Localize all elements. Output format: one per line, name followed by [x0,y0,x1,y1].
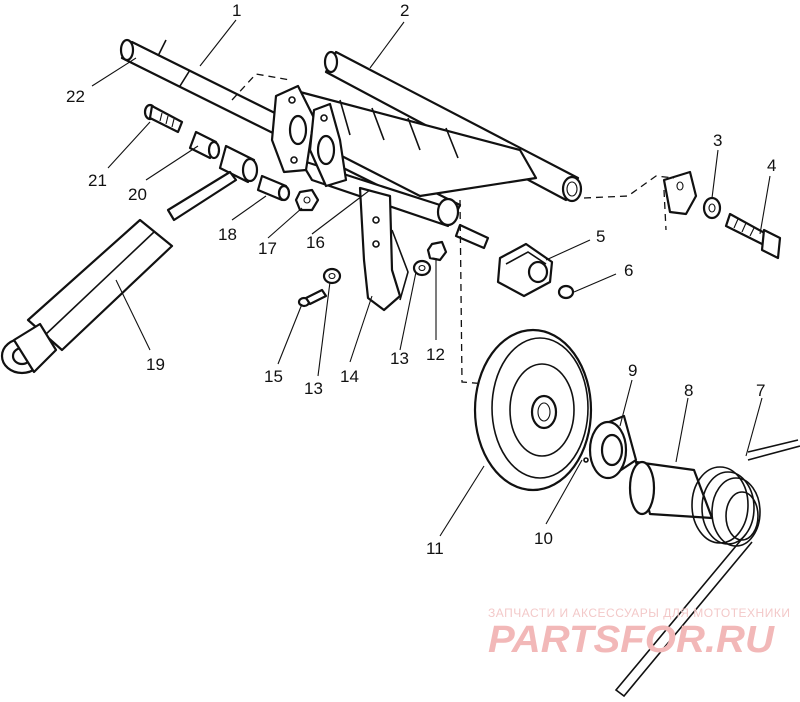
washer-6 [557,284,575,300]
spacer-20 [188,130,221,160]
callout-11: 11 [426,539,444,558]
callout-19: 19 [146,355,165,374]
callout-17: 17 [258,239,277,258]
dash-line-right [583,175,675,199]
watermark-tagline: ЗАПЧАСТИ И АКСЕССУАРЫ ДЛЯ МОТОТЕХНИКИ [488,606,791,620]
callout-14: 14 [340,367,359,386]
callout-5: 5 [596,227,605,246]
torsion-spring [614,439,800,698]
clip-5 [496,242,554,298]
callout-9: 9 [628,361,637,380]
left-bracket [270,84,316,174]
idler-wheel [473,328,593,492]
callout-7: 7 [756,381,765,400]
shock-absorber [0,170,238,375]
shock-top-eye [218,144,259,184]
callout-22: 22 [66,87,85,106]
washer-13-left [322,267,342,285]
callout-3: 3 [713,131,722,150]
callout-1: 1 [232,1,241,20]
callout-10: 10 [534,529,553,548]
washer-3 [702,196,722,220]
hanger-bracket [358,186,409,312]
callout-8: 8 [684,381,693,400]
washer-13-right [412,259,432,277]
callout-15: 15 [264,367,283,386]
callout-labels: 1 2 3 4 5 6 7 8 9 10 11 12 13 14 13 15 1… [66,1,776,558]
callout-2: 2 [400,1,409,20]
callout-6: 6 [624,261,633,280]
frame-tab [662,170,698,231]
callout-16: 16 [306,233,325,252]
callout-13-right: 13 [390,349,409,368]
watermark-logo: PARTSFOR.RU [488,619,776,658]
right-bracket [308,102,348,188]
callout-13-left: 13 [304,379,323,398]
callout-21: 21 [88,171,107,190]
callout-18: 18 [218,225,237,244]
collar [583,414,638,480]
callout-20: 20 [128,185,147,204]
watermark-logo-text: PARTSFOR.RU [488,619,776,658]
nut-17 [294,188,320,212]
callout-12: 12 [426,345,445,364]
bushing [628,460,714,520]
bolt-21 [143,103,184,134]
spacer-18 [256,174,291,202]
leader-lines [91,19,771,537]
nut-12 [426,240,448,262]
screw-15 [297,288,328,308]
bolt-4 [724,212,782,260]
callout-4: 4 [767,156,776,175]
